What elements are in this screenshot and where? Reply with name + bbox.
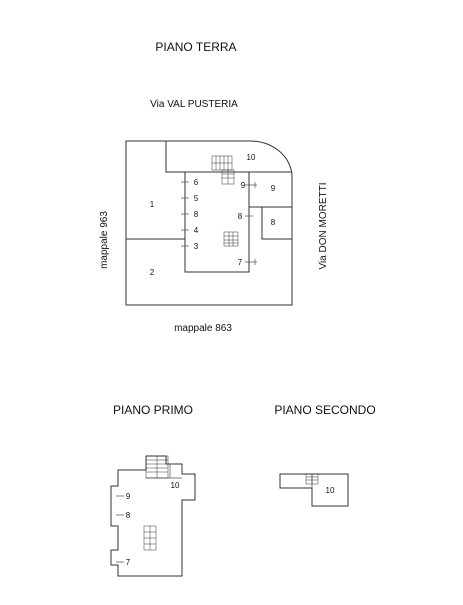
second-floor-plan: PIANO SECONDO 10 [274,403,376,507]
unit-label-9-right: 9 [271,184,276,193]
second-floor-unit-10: 10 [326,486,335,495]
partition-unit-8 [249,206,292,240]
building-outline [125,140,293,306]
unit-label-2: 2 [150,268,155,277]
unit-label-4: 4 [194,226,199,235]
stair-top [211,155,235,185]
unit-label-1: 1 [150,200,155,209]
ground-floor-plan: PIANO TERRA Via VAL PUSTERIA Via DON MOR… [99,40,329,334]
unit-label-7: 7 [238,258,243,267]
first-floor-unit-7: 7 [126,558,131,567]
unit-label-8-left: 8 [194,210,199,219]
first-floor-outline [110,455,196,577]
parcel-label-left: mappale 963 [99,211,110,269]
unit-label-8-inner: 8 [238,212,243,221]
ground-floor-title: PIANO TERRA [155,40,236,54]
door-ticks [181,181,257,265]
first-floor-unit-9: 9 [126,492,131,501]
partition-central-block [184,172,250,273]
street-label-top: Via VAL PUSTERIA [150,99,238,110]
unit-label-8-right: 8 [271,218,276,227]
parcel-label-bottom: mappale 863 [174,323,232,334]
first-floor-partitions [146,464,182,479]
unit-label-3: 3 [194,242,199,251]
first-floor-unit-8: 8 [126,511,131,520]
second-floor-stair [305,473,319,485]
partition-top-block [165,141,292,173]
second-floor-title: PIANO SECONDO [274,403,375,417]
first-floor-stair-top [145,455,169,479]
unit-label-6: 6 [194,178,199,187]
unit-label-10: 10 [247,153,256,162]
first-floor-plan: PIANO PRIMO 10 9 8 7 [110,403,196,577]
first-floor-stair-central [143,525,157,551]
first-floor-unit-10: 10 [171,481,180,490]
street-label-right: Via DON MORETTI [318,182,329,269]
first-floor-door-ticks [116,495,124,563]
unit-label-5: 5 [194,194,199,203]
stair-central [223,231,239,247]
first-floor-title: PIANO PRIMO [113,403,193,417]
second-floor-outline [279,473,349,507]
unit-label-9-inner: 9 [241,181,246,190]
